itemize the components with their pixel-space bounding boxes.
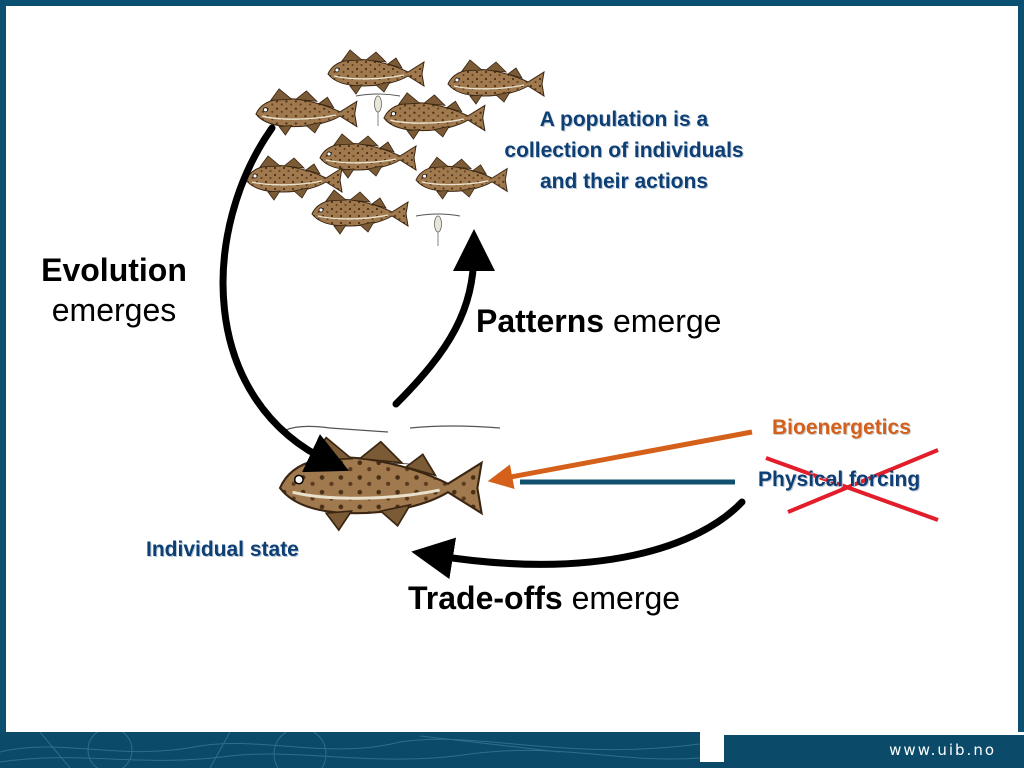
individual-fish — [278, 425, 501, 532]
evolution-label-rest: emerges — [51, 292, 177, 328]
patterns-label-rest: emerge — [604, 303, 722, 339]
bioenergetics-arrow — [487, 429, 753, 489]
evolution-label: Evolution emerges — [14, 250, 214, 330]
evolution-label-bold: Evolution — [41, 252, 187, 288]
tradeoffs-label-bold: Trade-offs — [408, 580, 563, 616]
tradeoffs-arrow — [411, 498, 746, 580]
bioenergetics-label: Bioenergetics — [772, 416, 911, 439]
patterns-label-bold: Patterns — [476, 303, 605, 339]
patterns-label: Patterns emerge — [476, 303, 721, 340]
map-pattern-decoration — [0, 732, 700, 768]
individual-state-label: Individual state — [146, 538, 299, 561]
population-note: A population is a collection of individu… — [504, 108, 744, 193]
tradeoffs-label: Trade-offs emerge — [408, 580, 680, 617]
footer-url-link[interactable]: www.uib.no — [724, 735, 1024, 765]
tradeoffs-label-rest: emerge — [562, 580, 681, 616]
patterns-arrow — [392, 229, 495, 408]
slide-canvas — [6, 6, 1018, 732]
evolution-arrow — [219, 124, 349, 473]
physical-forcing-label: Physical forcing — [758, 468, 921, 491]
red-cross-icon — [765, 448, 939, 522]
